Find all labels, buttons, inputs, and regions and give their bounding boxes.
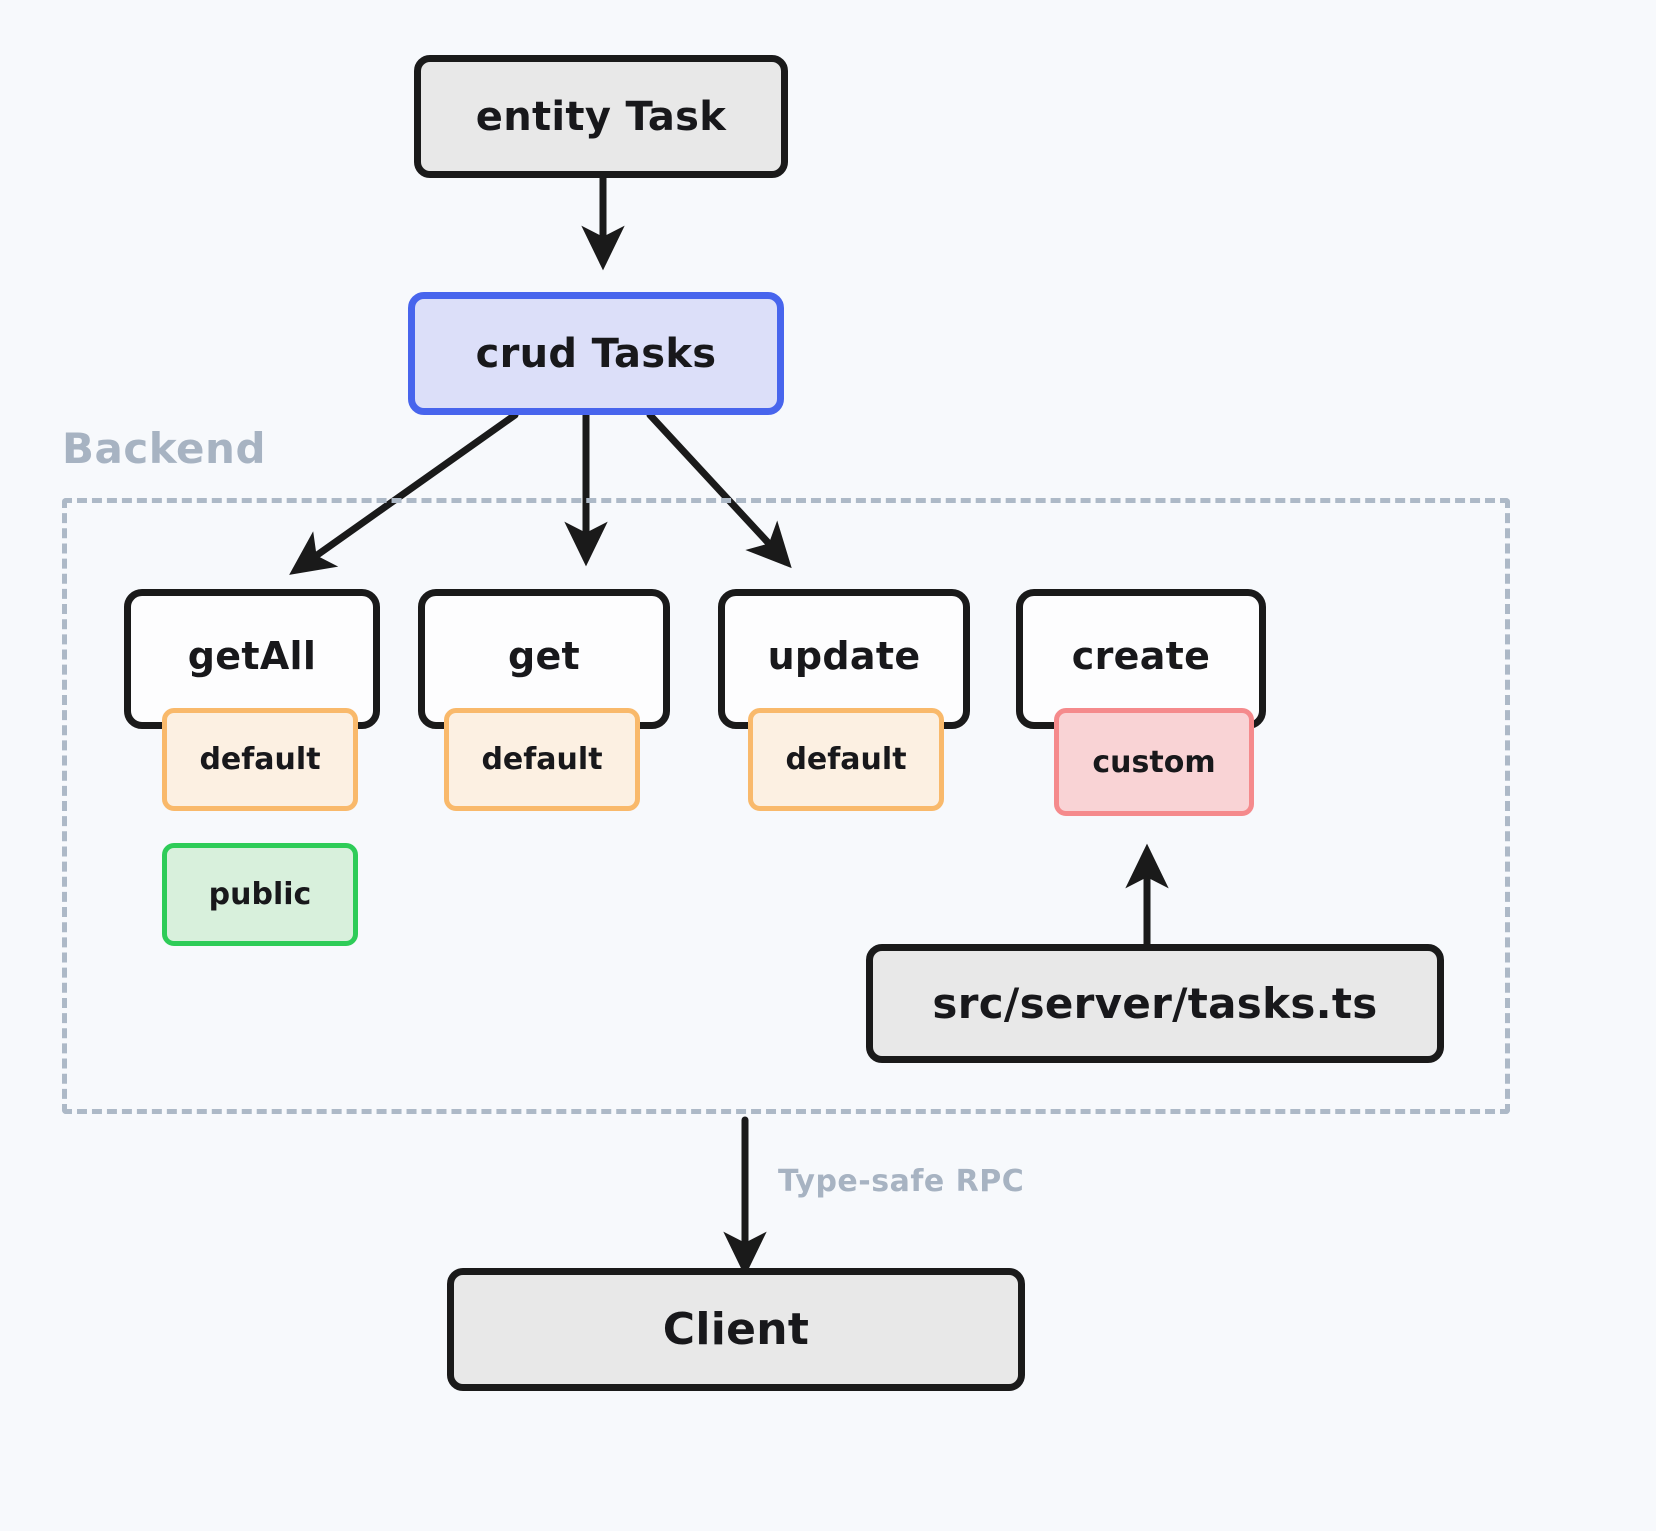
node-method-create[interactable]: create — [1016, 589, 1266, 729]
edge-label-type-safe-rpc: Type-safe RPC — [778, 1164, 1025, 1199]
node-crud-tasks[interactable]: crud Tasks — [408, 292, 784, 415]
node-source-file[interactable]: src/server/tasks.ts — [866, 944, 1444, 1063]
group-label-backend: Backend — [62, 424, 267, 473]
node-method-update[interactable]: update — [718, 589, 970, 729]
badge-getall-default[interactable]: default — [162, 708, 358, 811]
node-client[interactable]: Client — [447, 1268, 1025, 1391]
badge-getall-public[interactable]: public — [162, 843, 358, 946]
badge-update-default[interactable]: default — [748, 708, 944, 811]
badge-create-custom[interactable]: custom — [1054, 708, 1254, 816]
node-method-get[interactable]: get — [418, 589, 670, 729]
badge-get-default[interactable]: default — [444, 708, 640, 811]
node-entity-task[interactable]: entity Task — [414, 55, 788, 178]
